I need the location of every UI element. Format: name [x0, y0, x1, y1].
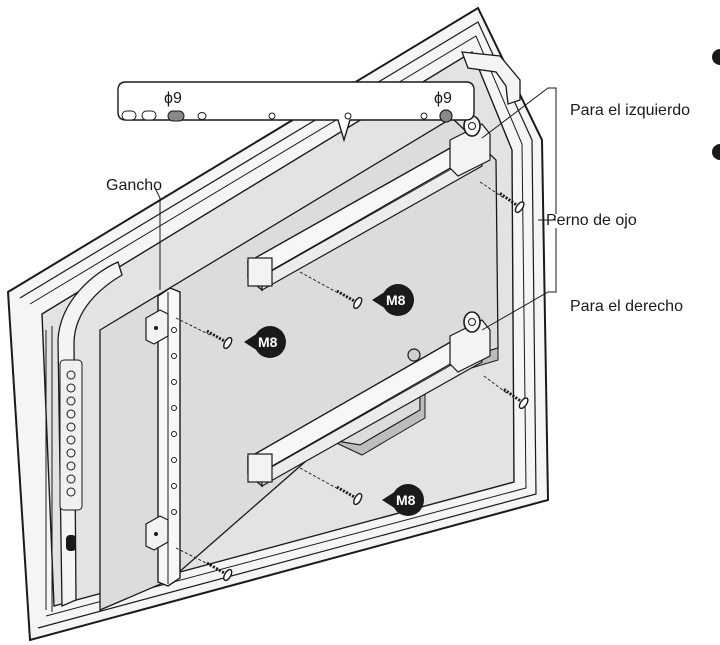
bottom-bracket — [246, 311, 491, 488]
panel-grommet — [407, 348, 421, 362]
screw-bottom-bracket — [336, 485, 363, 506]
screw-top-right — [499, 192, 525, 214]
callout-bubble: ϕ9 ϕ9 — [117, 81, 475, 143]
m8-badge-top-text: M8 — [386, 292, 406, 308]
leader-lines — [153, 87, 557, 331]
bullet-mid — [712, 144, 720, 160]
m8-badge-bottom: M8 — [382, 484, 424, 516]
panel-left-channel — [45, 326, 53, 612]
panel-frame-bevel-inner — [29, 35, 527, 617]
connector-terminals — [59, 359, 83, 551]
bullet-top — [712, 49, 720, 65]
label-para-el-izquierdo: Para el izquierdo — [570, 102, 690, 119]
screw-bottom-right — [503, 388, 529, 410]
m8-badge-middle-text: M8 — [258, 334, 278, 350]
label-perno-de-ojo: Perno de ojo — [546, 212, 637, 229]
panel-top-right-handle — [461, 51, 521, 105]
label-para-el-derecho: Para el derecho — [570, 298, 683, 315]
screw-top-bracket — [336, 289, 363, 310]
screw-hook-bottom — [206, 561, 233, 582]
hole-diameter-left: ϕ9 — [164, 90, 182, 107]
panel-left-handle — [57, 261, 123, 607]
m8-badge-bottom-text: M8 — [396, 492, 416, 508]
m8-badge-middle: M8 — [244, 326, 286, 358]
label-gancho: Gancho — [106, 177, 162, 194]
hole-diameter-right: ϕ9 — [434, 90, 452, 107]
m8-badge-top: M8 — [372, 284, 414, 316]
screw-guide-lines — [175, 181, 509, 567]
hook-rail — [145, 287, 181, 587]
screw-hook-top — [206, 329, 233, 350]
top-bracket — [246, 115, 491, 292]
